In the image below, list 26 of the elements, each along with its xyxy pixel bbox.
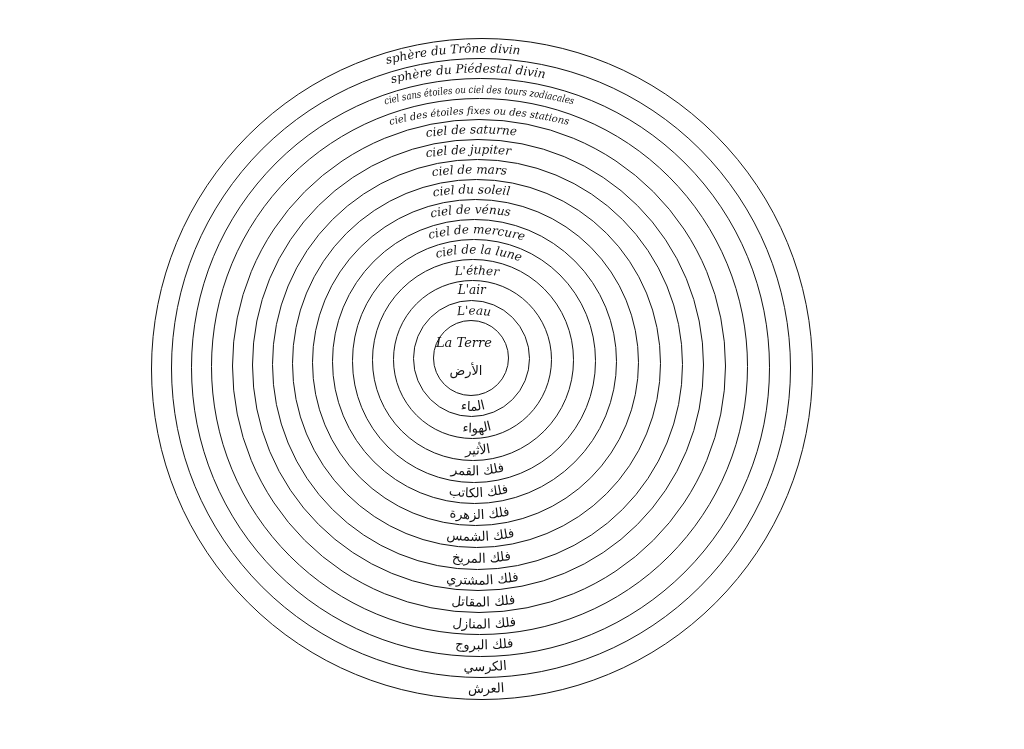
sphere-label: فلك المشتري (445, 568, 520, 588)
sphere-label: L'éther (453, 263, 500, 279)
sphere-label: ciel de la lune (434, 242, 525, 265)
sphere-label: فلك الزهرة (448, 503, 511, 523)
sphere-label: العرش (468, 680, 506, 697)
sphere-label: الكرسي (463, 658, 508, 675)
sphere-label: فلك القمر (450, 459, 506, 479)
sphere-label: الماء (459, 397, 486, 414)
sphere-label: فلك المريخ (451, 547, 512, 566)
sphere-label: فلك الكاتب (448, 481, 510, 501)
sphere-label: الأرض (449, 363, 483, 379)
sphere-label: فلك المنازل (451, 613, 517, 631)
sphere-label: La Terre (435, 335, 492, 351)
sphere-label: ciel de vénus (429, 202, 512, 221)
sphere-label: فلك المقاتل (450, 591, 516, 610)
sphere-label: ciel de mercure (427, 222, 528, 244)
sphere-label: L'air (457, 283, 486, 298)
sphere-label: L'eau (456, 303, 492, 319)
sphere-label: الأثير (464, 440, 491, 458)
sphere-label: ciel de saturne (424, 122, 518, 140)
sphere-label: فلك الشمس (446, 524, 516, 545)
sphere-label: ciel de mars (430, 162, 508, 180)
sphere-label: ciel du soleil (431, 182, 512, 200)
sphere-label: ciel de jupiter (424, 142, 512, 161)
sphere-label: فلك البروج (455, 635, 515, 653)
sphere-label: الهواء (461, 418, 493, 436)
